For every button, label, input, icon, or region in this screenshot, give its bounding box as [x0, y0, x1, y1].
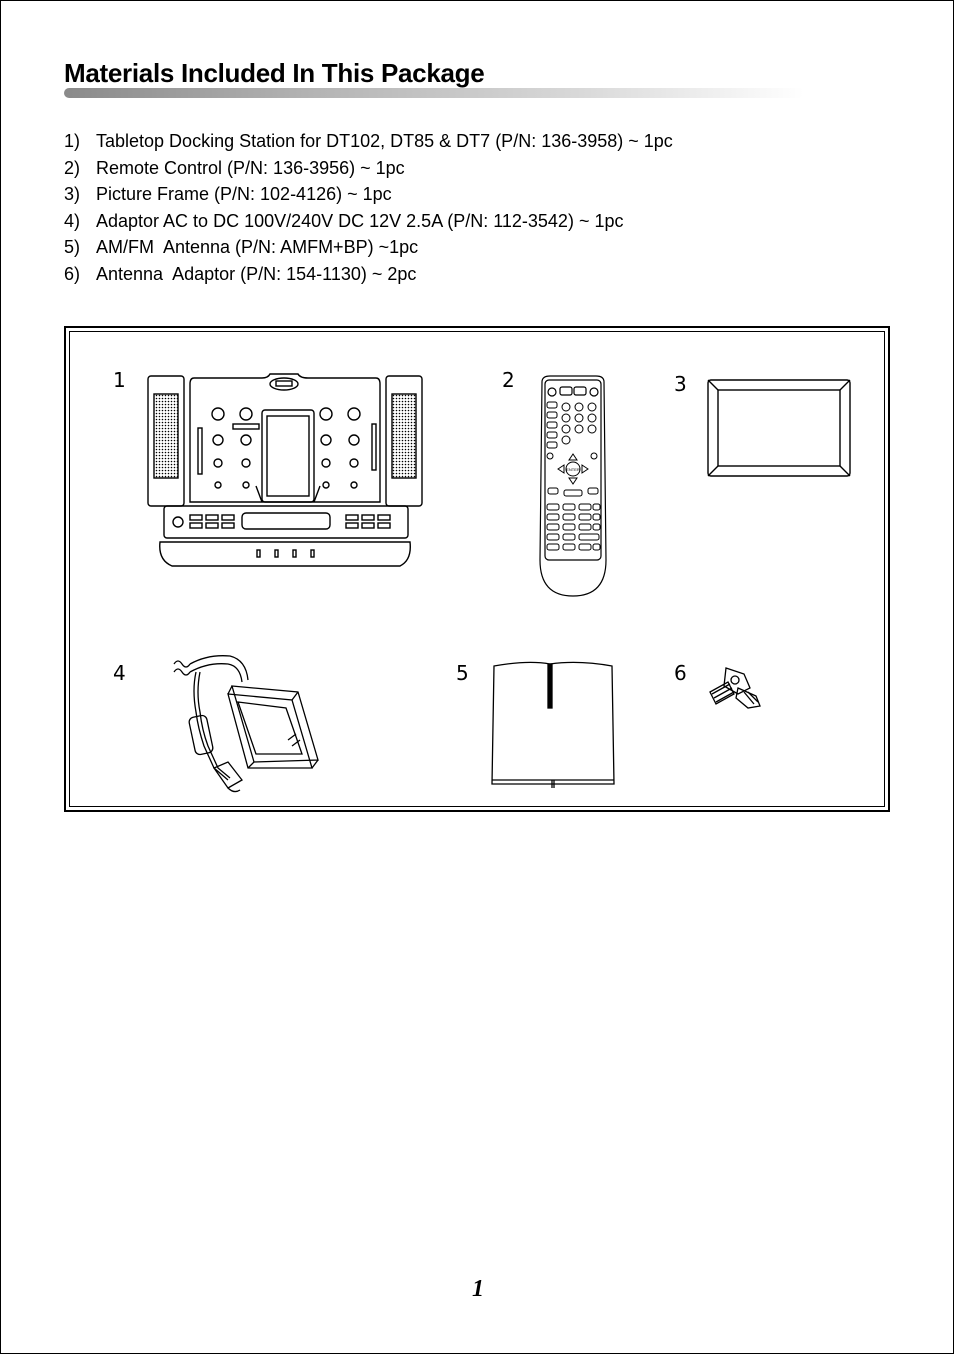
package-contents-figure: [64, 326, 890, 812]
item-number: 2): [64, 157, 81, 178]
figure-label-2: 2: [502, 368, 515, 392]
figure-label-1: 1: [113, 368, 126, 392]
power-adaptor-illustration: [173, 655, 319, 793]
list-item: 6) Antenna Adaptor (P/N: 154-1130) ~ 2pc: [64, 261, 673, 288]
list-item: 5) AM/FM Antenna (P/N: AMFM+BP) ~1pc: [64, 234, 673, 261]
amfm-antenna-illustration: [491, 661, 615, 788]
figure-label-6: 6: [674, 661, 687, 685]
page-title: Materials Included In This Package: [64, 58, 485, 88]
figure-label-3: 3: [674, 372, 687, 396]
antenna-adaptor-illustration: [709, 667, 761, 709]
item-text: Tabletop Docking Station for DT102, DT85…: [96, 131, 673, 151]
list-item: 3) Picture Frame (P/N: 102-4126) ~ 1pc: [64, 181, 673, 208]
item-number: 6): [64, 263, 81, 284]
list-item: 2) Remote Control (P/N: 136-3956) ~ 1pc: [64, 155, 673, 182]
item-text: Remote Control (P/N: 136-3956) ~ 1pc: [96, 157, 405, 178]
list-item: 1) Tabletop Docking Station for DT102, DT…: [64, 128, 673, 155]
figure-label-4: 4: [113, 661, 126, 685]
item-text: Picture Frame (P/N: 102-4126) ~ 1pc: [96, 184, 392, 204]
page-number: 1: [472, 1276, 484, 1302]
figure-label-5: 5: [456, 661, 469, 685]
item-number: 3): [64, 184, 81, 204]
item-text: Antenna Adaptor (P/N: 154-1130) ~ 2pc: [96, 263, 417, 284]
item-number: 4): [64, 210, 81, 231]
item-number: 5): [64, 237, 81, 257]
picture-frame-illustration: [707, 379, 851, 477]
materials-list: 1) Tabletop Docking Station for DT102, DT…: [64, 128, 673, 287]
docking-station-illustration: [147, 373, 423, 567]
remote-enter-label: ENTER: [566, 467, 580, 472]
figure-inner-border: [69, 331, 885, 807]
remote-control-illustration: ENTER: [539, 375, 607, 597]
list-item: 4) Adaptor AC to DC 100V/240V DC 12V 2.5A…: [64, 208, 673, 235]
title-underline-bar: [64, 88, 804, 98]
item-text: Adaptor AC to DC 100V/240V DC 12V 2.5A (…: [96, 210, 624, 231]
item-number: 1): [64, 131, 81, 151]
item-text: AM/FM Antenna (P/N: AMFM+BP) ~1pc: [96, 237, 419, 257]
